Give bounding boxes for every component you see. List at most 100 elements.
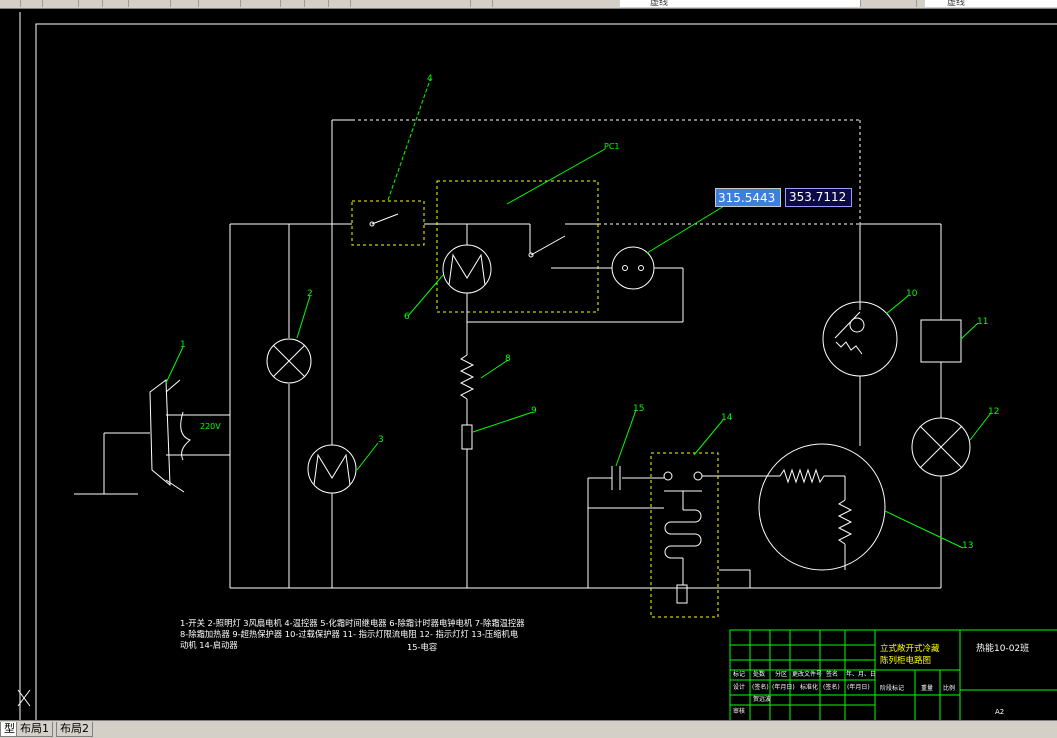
tb-r1-c2: 处数 (753, 671, 766, 678)
overload-heater-coil (835, 341, 863, 355)
tb-r2-c1: 设计 (733, 684, 746, 691)
label-10: 10 (906, 289, 918, 299)
fan-motor-symbol (313, 453, 351, 486)
label-2: 2 (307, 289, 313, 299)
style-tools[interactable] (866, 0, 917, 7)
zoom-realtime-icon[interactable] (284, 0, 305, 7)
leader-7 (646, 202, 730, 254)
label-3: 3 (378, 435, 384, 445)
starter-coil (664, 509, 702, 559)
label-12: 12 (988, 407, 1000, 417)
drawing-svg (17, 12, 1057, 720)
dynamic-input-x[interactable]: 315.5443 (715, 188, 781, 207)
legend-line-1: 1-开关 2-照明灯 3风扇电机 4-温控器 5-化霜时间继电器 6-除霜计时器… (180, 618, 525, 628)
tb-r1-c5: 签名 (826, 671, 839, 678)
starter-terminal (676, 584, 688, 604)
leader-15 (615, 409, 637, 467)
pan-icon[interactable] (260, 0, 281, 7)
label-13: 13 (962, 541, 974, 551)
lamp-12-cross-b (919, 425, 963, 469)
fan-motor-3 (307, 444, 357, 494)
tb-r1-c3: 分区 (775, 671, 788, 678)
leader-13 (884, 510, 964, 549)
title-block-title-2: 陈列柜电路图 (880, 656, 932, 666)
thermostat-contact (369, 221, 375, 227)
label-15: 15 (633, 404, 645, 414)
toolbar-button-6[interactable] (150, 0, 171, 7)
leader-12 (969, 412, 992, 441)
tab-layout2[interactable]: 布局2 (56, 722, 93, 737)
leader-pc1 (506, 148, 606, 205)
leader-4 (387, 79, 431, 201)
label-6: 6 (404, 312, 410, 322)
zoom-window-icon[interactable] (308, 0, 329, 7)
properties-icons[interactable] (360, 0, 471, 7)
tb-mid-3: 比例 (943, 685, 956, 692)
thermal-fuse-9 (461, 424, 473, 450)
layout-tab-bar: 型 布局1 布局2 (0, 720, 1057, 738)
starter-contact-a (663, 471, 673, 481)
leader-14 (693, 419, 724, 456)
legend-line-3: 动机 14-启动器 (180, 640, 238, 650)
legend-line-4: 15-电容 (407, 642, 438, 652)
overload-protector-10 (822, 301, 898, 377)
leader-3 (356, 442, 379, 471)
leader-11 (960, 322, 979, 340)
zoom-icon[interactable] (58, 0, 79, 7)
defrost-heater-8 (459, 354, 475, 400)
toolbar-button-2[interactable] (22, 0, 43, 7)
tb-mid-1: 阶段标记 (880, 685, 905, 692)
relay-blade (530, 235, 566, 256)
layer-dropdown-value: 虚线 (650, 0, 669, 8)
toolbar: 虚线 虚线 (0, 0, 1057, 9)
timer-motor-6 (442, 244, 492, 294)
label-9: 9 (531, 406, 537, 416)
legend-line-2: 8-除霜加热器 9-超热保护器 10-过载保护器 11- 指示灯限流电阻 12-… (180, 629, 519, 639)
tb-r2-c6: (年月日) (847, 684, 870, 691)
resistor-11 (920, 319, 962, 363)
starter-contact-b (693, 471, 703, 481)
defrost-thermostat-7 (611, 246, 655, 290)
redo-icon[interactable] (220, 0, 241, 7)
leader-10 (885, 295, 909, 315)
leader-8 (480, 359, 509, 379)
relay-contact (528, 252, 534, 258)
tb-r1-c1: 标记 (733, 671, 746, 678)
compressor-motor-13 (758, 443, 886, 571)
label-14: 14 (721, 413, 733, 423)
leader-2 (296, 295, 311, 339)
label-pc1: PC1 (604, 142, 620, 151)
layer-dropdown[interactable]: 虚线 (620, 0, 861, 8)
thermostat-blade (371, 213, 399, 225)
toolbar-button-5[interactable] (108, 0, 129, 7)
dynamic-input-y[interactable]: 353.7112 (785, 188, 852, 207)
title-block-drawing-number: 热能10-02班 (976, 644, 1030, 654)
drawing-canvas[interactable]: 1 2 3 4 6 PC1 7 8 9 10 11 12 13 14 15 22… (0, 9, 1057, 720)
voltage-label: 220V (200, 422, 221, 431)
title-block-title-1: 立式敞开式冷藏 (880, 644, 940, 654)
label-8: 8 (505, 354, 511, 364)
label-1: 1 (180, 340, 186, 350)
tb-mid-2: 重量 (921, 685, 934, 692)
plug-cord-curve (180, 411, 191, 461)
linetype-dropdown[interactable]: 虚线 (925, 0, 1057, 8)
plug-1-edge-b (165, 479, 185, 493)
leader-1 (165, 346, 184, 384)
layer-tools[interactable] (540, 0, 621, 7)
defrost-timer-box (436, 180, 599, 313)
toolbar-button-1[interactable] (0, 0, 21, 7)
lamp-2 (266, 338, 312, 384)
tab-layout1[interactable]: 布局1 (16, 722, 53, 737)
tb-r2-c5: (签名) (823, 684, 840, 691)
starter-14-box (650, 452, 719, 618)
label-11: 11 (977, 317, 989, 327)
defrost-thermostat-pin-a (622, 265, 628, 271)
compressor-run-winding (779, 468, 825, 484)
zoom-previous-icon[interactable] (330, 0, 351, 7)
tb-designer-name: 贺远波 (753, 696, 772, 703)
undo-icon[interactable] (178, 0, 199, 7)
tb-r2-c4: 标准化 (800, 684, 819, 691)
toolbar-button-4[interactable] (82, 0, 103, 7)
plug-1-body (149, 379, 171, 487)
toolbar-button-help[interactable] (478, 0, 493, 7)
